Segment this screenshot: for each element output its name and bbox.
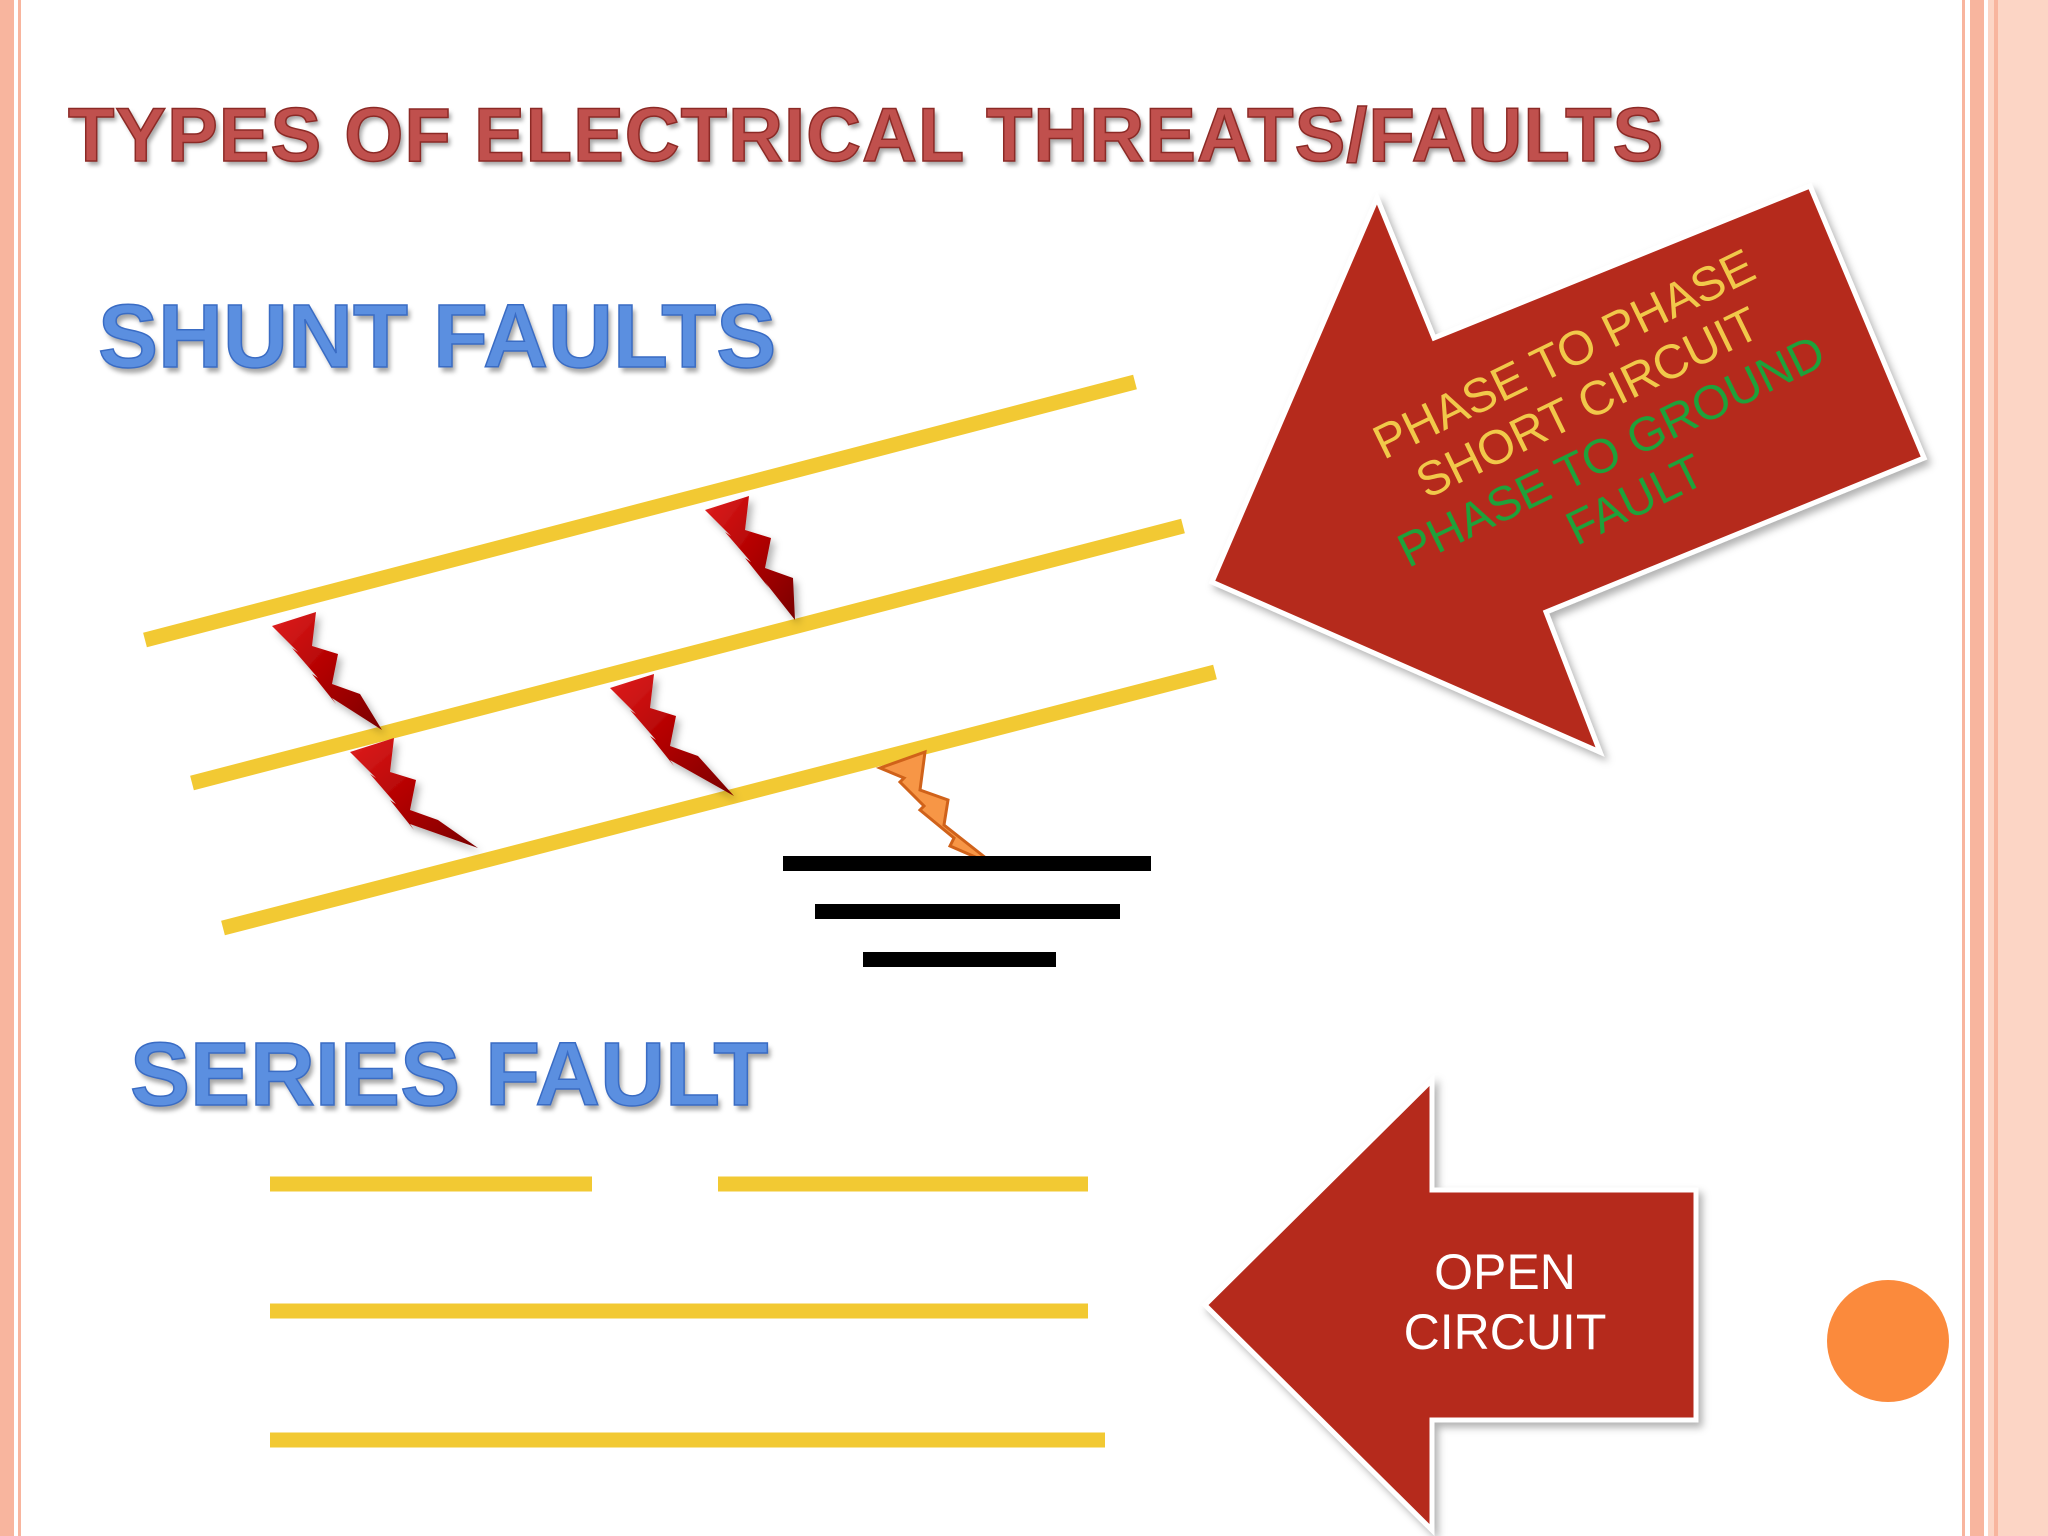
arrow-left-icon xyxy=(1208,182,1928,757)
callout-line-circuit: CIRCUIT xyxy=(1403,1304,1607,1360)
lightning-bolt-icon xyxy=(610,674,734,796)
ground-spark-icon xyxy=(875,749,997,868)
lightning-bolt-icon xyxy=(350,738,478,848)
ground-symbol-icon xyxy=(783,856,1151,967)
conductor-phase-2 xyxy=(190,518,1185,791)
series-fault-heading: SERIES FAULT xyxy=(129,1024,769,1126)
shunt-faults-heading: SHUNT FAULTS xyxy=(97,286,777,388)
lightning-bolt-icon xyxy=(272,612,382,730)
lightning-bolt-icon xyxy=(705,496,795,620)
slide-bullet xyxy=(1827,1280,1949,1402)
conductor-phase-3 xyxy=(221,664,1217,936)
open-circuit-callout: OPEN CIRCUIT xyxy=(1360,1242,1650,1362)
callout-line-open: OPEN xyxy=(1434,1244,1576,1300)
arrow-left-icon xyxy=(1201,1074,1699,1536)
shunt-conductors xyxy=(143,374,1217,936)
slide-title: TYPES OF ELECTRICAL THREATS/FAULTS xyxy=(67,92,1665,179)
series-conductors xyxy=(270,1176,1105,1448)
lightning-bolts xyxy=(272,496,795,848)
conductor-phase-1 xyxy=(143,374,1137,648)
